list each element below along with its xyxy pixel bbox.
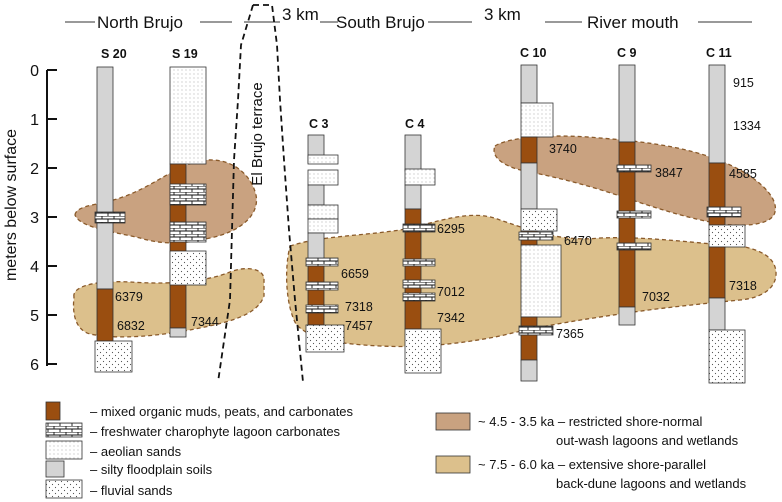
core-s20: S 20 6379 6832: [94, 47, 145, 373]
legend-aeolian: – aeolian sands: [90, 444, 182, 459]
age-label: 7342: [437, 311, 465, 325]
axis-tick-label: 4: [30, 259, 39, 276]
legend-restricted-2: out-wash lagoons and wetlands: [556, 433, 739, 448]
axis-tick-label: 5: [30, 308, 39, 325]
age-label: 7365: [556, 327, 584, 341]
age-label: 6832: [117, 319, 145, 333]
core-label: C 9: [617, 46, 637, 60]
legend-charophyte: – freshwater charophyte lagoon carbonate…: [90, 424, 341, 439]
header-north-brujo: North Brujo: [97, 13, 183, 32]
core-c9: C 9 3847 7032: [616, 46, 683, 326]
header-distance-2: 3 km: [484, 5, 521, 24]
extensive-lagoon-zone: [72, 267, 265, 338]
age-label: 7344: [191, 315, 219, 329]
core-label: S 20: [101, 47, 127, 61]
axis-tick-label: 6: [30, 357, 39, 374]
age-label: 1334: [733, 119, 761, 133]
terrace-label: El Brujo terrace: [249, 82, 266, 185]
axis-label: meters below surface: [3, 129, 20, 281]
axis-tick-label: 1: [30, 112, 39, 129]
legend-swatch-restricted: [435, 412, 471, 431]
depth-axis: meters below surface 0 1 2 3 4 5 6: [3, 63, 57, 374]
core-s19: S 19 7344: [169, 47, 219, 338]
header-south-brujo: South Brujo: [336, 13, 425, 32]
el-brujo-terrace: El Brujo terrace: [217, 4, 304, 383]
legend-fluvial: – fluvial sands: [90, 483, 173, 498]
age-label: 4585: [729, 167, 757, 181]
core-c11: C 11 915 1334 4585 7318: [706, 46, 761, 384]
legend: – mixed organic muds, peats, and carbona…: [45, 401, 747, 499]
legend-swatch-extensive: [435, 455, 471, 474]
age-label: 7457: [345, 319, 373, 333]
core-label: C 11: [706, 46, 732, 60]
age-label: 6659: [341, 267, 369, 281]
age-label: 6295: [437, 222, 465, 236]
axis-tick-label: 2: [30, 161, 39, 178]
legend-swatch-fluvial: [45, 479, 83, 499]
header: North Brujo 3 km South Brujo 3 km River …: [65, 5, 752, 32]
age-label: 6470: [564, 234, 592, 248]
age-label: 7032: [642, 290, 670, 304]
legend-restricted-1: ~ 4.5 - 3.5 ka – restricted shore-normal: [478, 414, 702, 429]
header-distance-1: 3 km: [282, 5, 319, 24]
core-label: C 10: [520, 46, 546, 60]
legend-extensive-1: ~ 7.5 - 6.0 ka – extensive shore-paralle…: [478, 457, 706, 472]
header-river-mouth: River mouth: [587, 13, 679, 32]
age-label: 3740: [549, 142, 577, 156]
core-label: S 19: [172, 47, 198, 61]
axis-tick-label: 3: [30, 210, 39, 227]
core-c10: C 10 3740 6470 7365: [518, 46, 592, 382]
legend-organic: – mixed organic muds, peats, and carbona…: [90, 404, 354, 419]
legend-silty: – silty floodplain soils: [90, 462, 213, 477]
core-c3: C 3 6659 7318 7457: [305, 117, 373, 353]
legend-swatch-charophyte: [45, 422, 83, 438]
age-label: 7318: [345, 300, 373, 314]
legend-swatch-silty: [45, 460, 65, 478]
age-label: 3847: [655, 166, 683, 180]
legend-swatch-organic: [45, 401, 61, 421]
age-label: 7012: [437, 285, 465, 299]
core-label: C 4: [405, 117, 425, 131]
core-label: C 3: [309, 117, 329, 131]
age-label: 7318: [729, 279, 757, 293]
legend-extensive-2: back-dune lagoons and wetlands: [556, 476, 747, 491]
cores: S 20 6379 6832 S 19 7344 C 3: [94, 46, 761, 384]
age-label: 915: [733, 76, 754, 90]
core-c4: C 4 6295 7012 7342: [402, 117, 465, 374]
axis-tick-label: 0: [30, 63, 39, 80]
age-label: 6379: [115, 290, 143, 304]
legend-swatch-aeolian: [45, 440, 83, 460]
